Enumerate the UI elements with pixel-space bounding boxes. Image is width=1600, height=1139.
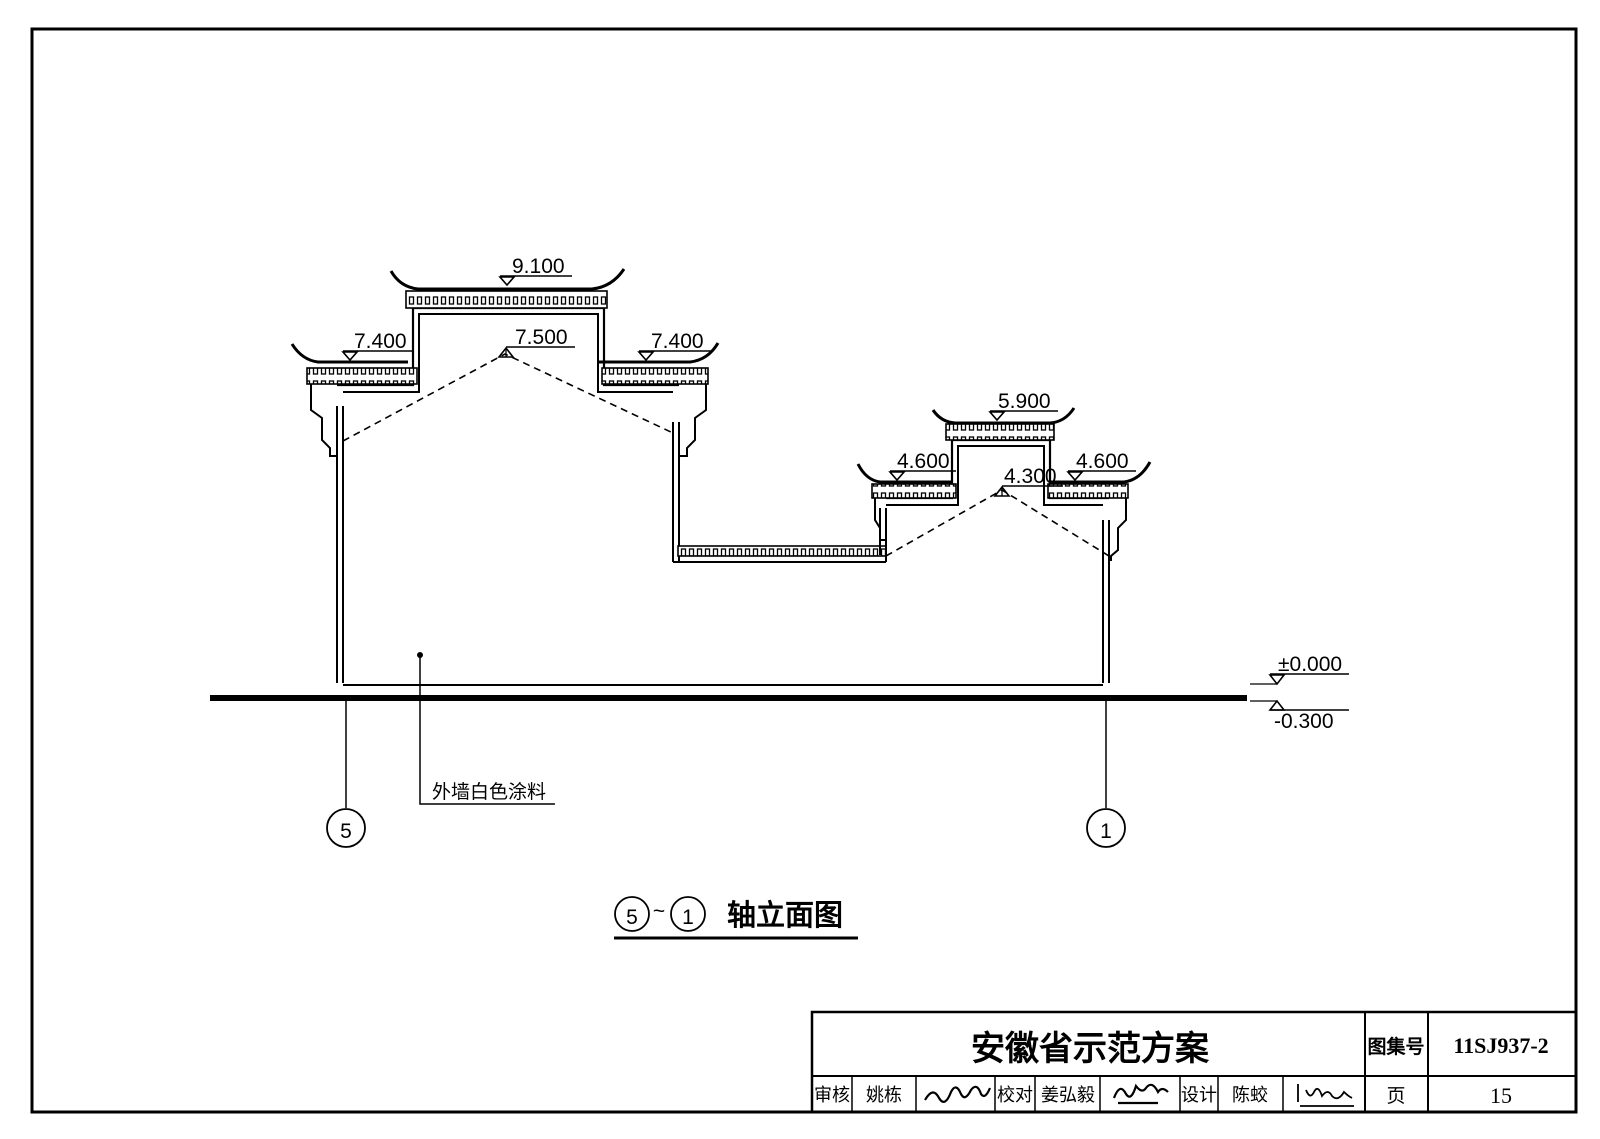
elev-marker-4300: 4.300 <box>993 465 1063 497</box>
svg-text:9.100: 9.100 <box>512 255 565 278</box>
gable-line-right <box>885 489 1110 557</box>
svg-text:~: ~ <box>653 900 665 923</box>
elev-marker-7400-left: 7.400 <box>341 330 414 362</box>
eave-brick-top <box>405 290 608 309</box>
title-block <box>810 1010 1578 1114</box>
svg-text:7.400: 7.400 <box>651 330 704 353</box>
svg-text:-0.300: -0.300 <box>1274 710 1334 733</box>
gable-line-left <box>342 353 674 442</box>
svg-text:±0.000: ±0.000 <box>1278 653 1342 676</box>
svg-text:7.400: 7.400 <box>354 330 407 353</box>
elev-marker-5900: 5.900 <box>988 390 1058 422</box>
axis-bubble-5 <box>326 808 366 848</box>
curved-eaves-right-block <box>856 407 1152 484</box>
left-building-block <box>310 306 707 683</box>
check-label: 校对 <box>997 1085 1033 1106</box>
atlas-label: 图集号 <box>1367 1035 1424 1058</box>
signature-check <box>1112 1083 1169 1105</box>
elev-marker-ground-zero: ±0.000 <box>1250 653 1349 686</box>
page-label: 页 <box>1386 1085 1405 1107</box>
eave-brick-low-wall <box>677 545 887 557</box>
svg-text:1: 1 <box>682 906 694 929</box>
svg-text:4.300: 4.300 <box>1004 465 1057 488</box>
leader-line <box>419 655 555 805</box>
svg-text:4.600: 4.600 <box>897 450 950 473</box>
right-building-block <box>874 438 1127 683</box>
elev-marker-7400-right: 7.400 <box>637 330 712 362</box>
wall-finish-note: 外墙白色涂料 <box>432 781 546 803</box>
eave-brick-small-left <box>871 483 957 499</box>
review-name: 姚栋 <box>866 1085 902 1106</box>
design-name: 陈蛟 <box>1232 1085 1268 1106</box>
signature-review <box>924 1085 992 1103</box>
drawing-title-text: 轴立面图 <box>727 898 843 932</box>
axis-bubble-1 <box>1086 808 1126 848</box>
axis-label-1: 1 <box>1100 820 1112 843</box>
elev-marker-4600-left: 4.600 <box>888 450 956 482</box>
check-name: 姜弘毅 <box>1041 1085 1095 1106</box>
curved-eaves-left-block <box>290 268 720 364</box>
elev-marker-9100: 9.100 <box>498 255 572 287</box>
eave-brick-small-right <box>1047 483 1129 499</box>
elev-marker-4600-right: 4.600 <box>1066 450 1136 482</box>
eave-brick-small-top <box>945 423 1055 441</box>
svg-text:4.600: 4.600 <box>1076 450 1129 473</box>
eave-brick-right <box>601 367 709 385</box>
svg-text:5.900: 5.900 <box>998 390 1051 413</box>
drawing-frame <box>30 27 1578 1114</box>
review-label: 审核 <box>814 1085 850 1106</box>
axis-label-5: 5 <box>340 820 352 843</box>
elev-marker-7500: 7.500 <box>497 326 575 358</box>
project-name: 安徽省示范方案 <box>971 1029 1210 1069</box>
elev-marker-ground-minus: -0.300 <box>1250 699 1349 733</box>
signature-design <box>1297 1084 1354 1107</box>
eave-brick-left <box>306 367 418 385</box>
atlas-number: 11SJ937-2 <box>1453 1033 1548 1058</box>
design-label: 设计 <box>1181 1085 1217 1106</box>
svg-text:5: 5 <box>626 906 638 929</box>
svg-text:7.500: 7.500 <box>515 326 568 349</box>
drawing-title: 5 ~ 1 轴立面图 <box>614 896 858 940</box>
page-number: 15 <box>1490 1083 1512 1108</box>
